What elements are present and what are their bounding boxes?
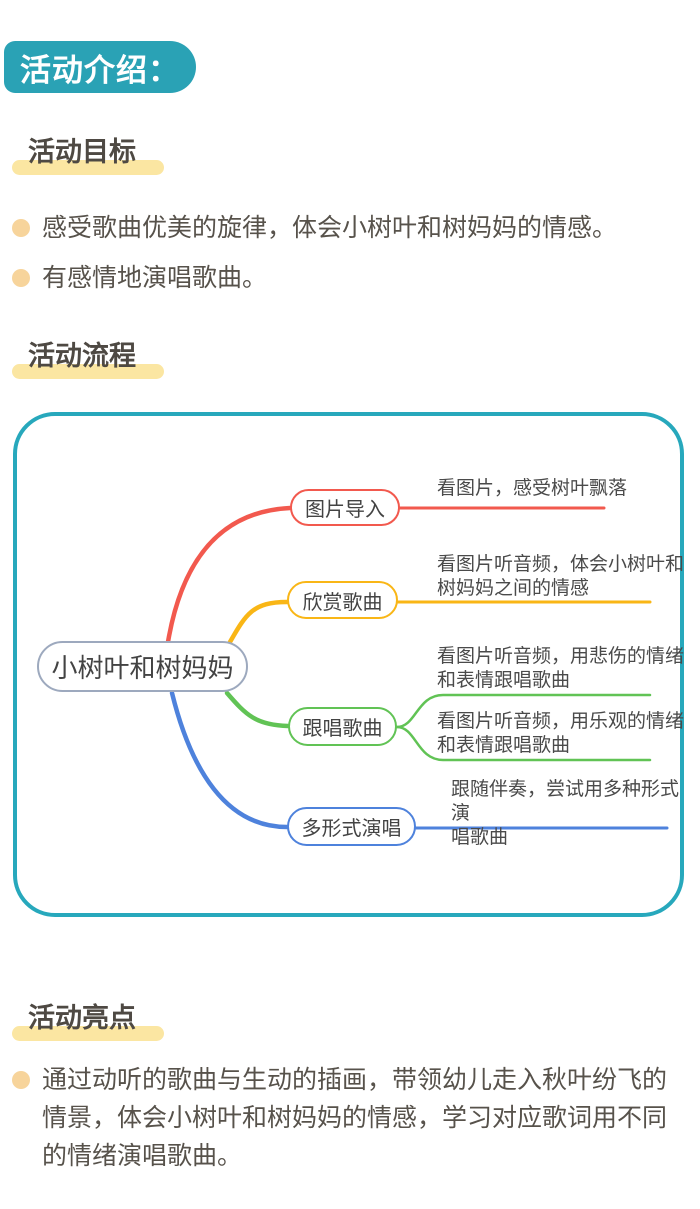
- activity-intro-label: 活动介绍：: [20, 52, 180, 89]
- section-title-goals: 活动目标: [28, 137, 136, 168]
- highlight-item: 通过动听的歌曲与生动的插画，带领幼儿走入秋叶纷飞的 情景，体会小树叶和树妈妈的情…: [12, 1061, 684, 1175]
- goal-item: 感受歌曲优美的旋律，体会小树叶和树妈妈的情感。: [12, 209, 684, 247]
- goal-item: 有感情地演唱歌曲。: [12, 259, 684, 297]
- title-highlight-bar: [12, 160, 164, 175]
- subbranch-line-3b: [395, 725, 652, 762]
- goal-text: 感受歌曲优美的旋律，体会小树叶和树妈妈的情感。: [42, 213, 618, 242]
- goals-list: 感受歌曲优美的旋律，体会小树叶和树妈妈的情感。 有感情地演唱歌曲。: [12, 209, 684, 309]
- highlight-text: 通过动听的歌曲与生动的插画，带领幼儿走入秋叶纷飞的 情景，体会小树叶和树妈妈的情…: [42, 1065, 668, 1170]
- bullet-dot: [12, 269, 30, 287]
- mindmap-node-multi-form-singing: 多形式演唱: [287, 807, 416, 846]
- section-highlights-header: 活动亮点: [12, 1002, 164, 1050]
- title-highlight-bar: [12, 364, 164, 379]
- section-goals-header: 活动目标: [12, 136, 164, 184]
- mindmap-node-picture-intro: 图片导入: [290, 489, 400, 526]
- section-process-header: 活动流程: [12, 340, 164, 388]
- branch-curve-4: [169, 690, 290, 830]
- branch-note-3b: 看图片听音频，用乐观的情绪 和表情跟唱歌曲: [437, 710, 685, 756]
- mindmap-panel: 小树叶和树妈妈 图片导入 欣赏歌曲 跟唱歌曲 多形式演唱 看图片，感受树叶飘落 …: [13, 412, 684, 917]
- mindmap-root-node: 小树叶和树妈妈: [37, 641, 248, 692]
- section-title-process: 活动流程: [28, 341, 136, 372]
- bullet-dot: [12, 219, 30, 237]
- branch-note-3a: 看图片听音频，用悲伤的情绪 和表情跟唱歌曲: [437, 645, 685, 691]
- goal-text: 有感情地演唱歌曲。: [42, 263, 268, 292]
- mindmap-node-enjoy-song: 欣赏歌曲: [287, 581, 398, 619]
- node-label: 跟唱歌曲: [302, 716, 383, 740]
- branch-curve-3: [224, 690, 291, 729]
- root-node-label: 小树叶和树妈妈: [51, 654, 234, 684]
- highlights-list: 通过动听的歌曲与生动的插画，带领幼儿走入秋叶纷飞的 情景，体会小树叶和树妈妈的情…: [12, 1061, 684, 1187]
- branch-note-4: 跟随伴奏，尝试用多种形式演 唱歌曲: [451, 778, 680, 848]
- section-title-highlights: 活动亮点: [28, 1003, 136, 1034]
- title-highlight-bar: [12, 1026, 164, 1041]
- node-label: 多形式演唱: [301, 816, 402, 840]
- activity-intro-badge: 活动介绍：: [4, 41, 196, 93]
- bullet-dot: [12, 1071, 30, 1089]
- mindmap-node-sing-along: 跟唱歌曲: [288, 707, 397, 746]
- mindmap-connectors: [165, 505, 669, 830]
- branch-note-1: 看图片，感受树叶飘落: [437, 477, 628, 499]
- mindmap-canvas: 小树叶和树妈妈 图片导入 欣赏歌曲 跟唱歌曲 多形式演唱 看图片，感受树叶飘落 …: [13, 412, 684, 917]
- branch-note-2: 看图片听音频，体会小树叶和 树妈妈之间的情感: [437, 553, 685, 599]
- subbranch-line-3a: [395, 693, 652, 729]
- node-label: 欣赏歌曲: [302, 589, 383, 614]
- node-label: 图片导入: [305, 497, 385, 521]
- branch-curve-1: [165, 505, 293, 645]
- branch-curve-2: [227, 599, 290, 645]
